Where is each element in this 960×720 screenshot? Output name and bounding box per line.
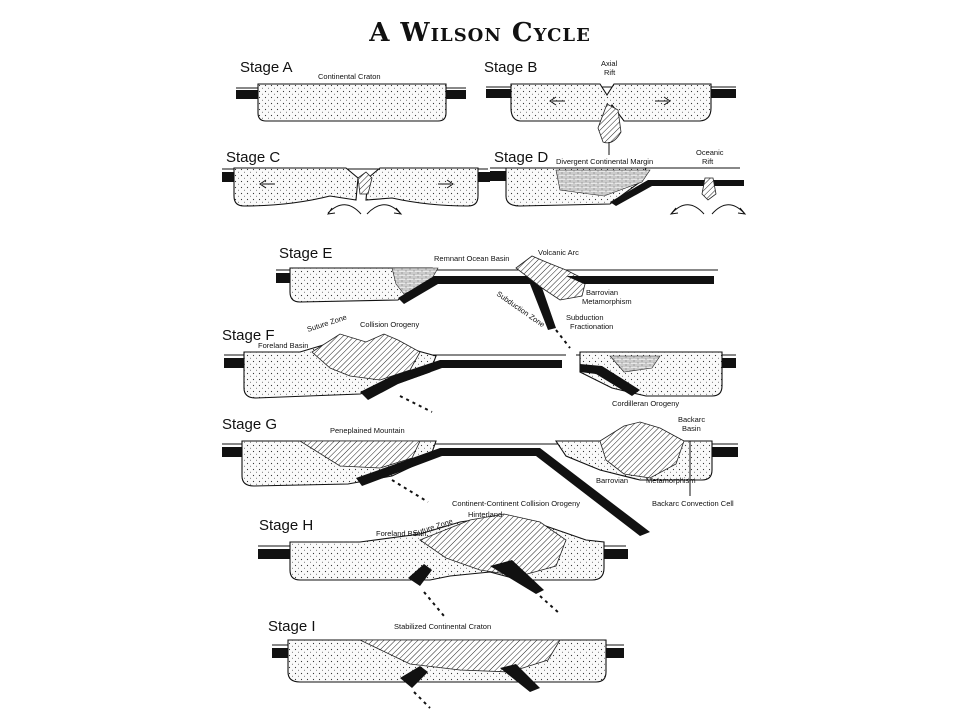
diagram-title: A Wilson Cycle	[369, 18, 591, 48]
stage-d-note-divergent-margin: Divergent Continental Margin	[556, 157, 653, 166]
stage-b-label: Stage B	[484, 59, 537, 76]
stage-c-left-arrow	[259, 179, 275, 189]
stage-f-note-collision-orogeny: Collision Orogeny	[360, 320, 419, 329]
stage-a: Stage A Continental Craton	[236, 59, 466, 122]
stage-e-right-oceanic-plate	[566, 276, 714, 284]
stage-f-label: Stage F	[222, 327, 275, 344]
stage-a-right-oceanic-slab	[442, 90, 466, 99]
stage-h-note-cc-collision: Continent-Continent Collision Orogeny	[452, 499, 580, 508]
stage-a-label: Stage A	[240, 59, 293, 76]
stage-b-magma-plume	[597, 103, 622, 144]
stage-g-cordilleran-orogen	[599, 421, 685, 479]
stage-c-label: Stage C	[226, 149, 280, 166]
stage-b-right-oceanic-slab	[710, 89, 736, 98]
stage-d-shelf-sediments	[555, 169, 651, 197]
stage-d-note-oceanic: Oceanic	[696, 148, 724, 157]
stage-c-left-oceanic-slab	[222, 172, 236, 182]
stage-g-peneplained-mountain	[298, 440, 421, 469]
stage-f-subducting-slab	[360, 360, 562, 400]
stage-e: Stage E Remnant Ocean Basin Volcanic Arc…	[276, 245, 718, 349]
stage-a-left-oceanic-slab	[236, 90, 260, 99]
stage-c-rift-volcanics	[357, 171, 373, 195]
stage-g-note-backarc: Backarc	[678, 415, 705, 424]
stage-d-right-oceanic-crust	[713, 180, 744, 186]
stage-e-note-fractionation: Fractionation	[570, 322, 613, 331]
stage-i-right-oceanic-slab	[606, 648, 624, 658]
stage-h-label: Stage H	[259, 517, 313, 534]
stage-h-subducted-slab	[490, 560, 544, 594]
stage-e-note-remnant-basin: Remnant Ocean Basin	[434, 254, 509, 263]
stage-c-left-convection-arc	[326, 204, 362, 215]
stage-g-left-oceanic-slab	[222, 447, 242, 457]
stage-f-right-shelf	[609, 355, 661, 373]
stage-d-note-rift: Rift	[702, 157, 714, 166]
stage-i-relict-slab-right	[500, 664, 540, 692]
stage-g-note-cordilleran: Cordilleran Orogeny	[612, 399, 679, 408]
stage-g-note-basin: Basin	[682, 424, 701, 433]
stage-i-note-stabilized-craton: Stabilized Continental Craton	[394, 622, 491, 631]
stage-h-slab-continuation-right	[539, 595, 561, 615]
stage-i-left-oceanic-slab	[272, 648, 288, 658]
stage-c: Stage C	[222, 149, 490, 215]
stage-b-left-oceanic-slab	[486, 89, 512, 98]
stage-a-continental-craton	[257, 83, 447, 122]
stage-h-right-oceanic-slab	[604, 549, 628, 559]
stage-d-left-convection-arc	[669, 204, 705, 215]
stage-c-right-oceanic-slab	[476, 172, 490, 182]
stage-e-slab-continuation	[555, 329, 571, 349]
stage-f-collision-orogen	[311, 333, 421, 381]
stage-g-label: Stage G	[222, 416, 277, 433]
stage-d-right-convection-arc	[711, 204, 747, 215]
stage-g-right-edge-slab	[712, 447, 738, 457]
stage-b: Stage B Axial Rift	[484, 59, 736, 155]
stage-f-right-oceanic-slab	[580, 364, 640, 396]
stage-b-note-rift: Rift	[604, 68, 616, 77]
stage-d-label: Stage D	[494, 149, 548, 166]
stage-d-oceanic-crust	[610, 180, 705, 206]
stage-i-label: Stage I	[268, 618, 316, 635]
stage-g-note-peneplained: Peneplained Mountain	[330, 426, 405, 435]
stage-g-note-metamorphism: Metamorphism	[646, 476, 696, 485]
stage-f-note-foreland-basin: Foreland Basin	[258, 341, 308, 350]
stage-b-right-arrow	[655, 96, 671, 106]
stage-g-note-barrovian: Barrovian	[596, 476, 628, 485]
stage-i: Stage I Stabilized Continental Craton	[268, 618, 624, 709]
stage-e-note-barrovian: Barrovian	[586, 288, 618, 297]
stage-c-left-continent	[233, 167, 359, 207]
stage-h-left-oceanic-slab	[258, 549, 290, 559]
stage-f-right-edge-slab	[722, 358, 736, 368]
stage-b-left-arrow	[549, 96, 565, 106]
stage-h-note-hinterland: Hinterland	[468, 510, 502, 519]
stage-g: Stage G Peneplained Mountain Cordilleran…	[222, 399, 738, 536]
stage-d: Stage D Divergent Continental Margin Oce…	[490, 148, 747, 215]
stage-e-label: Stage E	[279, 245, 332, 262]
stage-f-note-suture-zone: Suture Zone	[306, 313, 348, 334]
stage-g-subducting-slab-left	[356, 448, 650, 536]
stage-h: Stage H Continent-Continent Collision Or…	[258, 499, 628, 617]
stage-d-left-oceanic-slab	[490, 171, 506, 181]
stage-g-note-convection-cell: Backarc Convection Cell	[652, 499, 734, 508]
stage-i-slab-continuation	[413, 691, 431, 709]
stage-a-note-craton: Continental Craton	[318, 72, 381, 81]
stage-f: Stage F Suture Zone Collision Orogeny Fo…	[222, 313, 736, 413]
stage-e-note-metamorphism: Metamorphism	[582, 297, 632, 306]
stage-b-rifting-continent	[510, 83, 712, 122]
stage-i-relict-slab-left	[400, 666, 428, 688]
stage-f-left-oceanic-slab	[224, 358, 244, 368]
stage-e-left-oceanic-slab	[276, 273, 290, 283]
stage-h-hinterland-orogen	[419, 513, 567, 577]
stage-g-slab-continuation-left	[391, 479, 429, 503]
stage-c-right-continent	[365, 167, 479, 207]
stage-b-note-axial: Axial	[601, 59, 618, 68]
stage-e-note-volcanic-arc: Volcanic Arc	[538, 248, 579, 257]
stage-h-note-foreland-basin: Foreland Basin	[376, 529, 426, 538]
stage-c-right-arrow	[438, 179, 454, 189]
stage-c-right-convection-arc	[366, 204, 403, 215]
stage-f-slab-continuation	[399, 395, 433, 413]
stage-h-old-suture-slab	[408, 564, 432, 586]
stage-d-oceanic-rift-plume	[701, 177, 717, 201]
stage-h-slab-continuation-left	[423, 591, 445, 617]
stage-e-note-subduction: Subduction	[566, 313, 604, 322]
